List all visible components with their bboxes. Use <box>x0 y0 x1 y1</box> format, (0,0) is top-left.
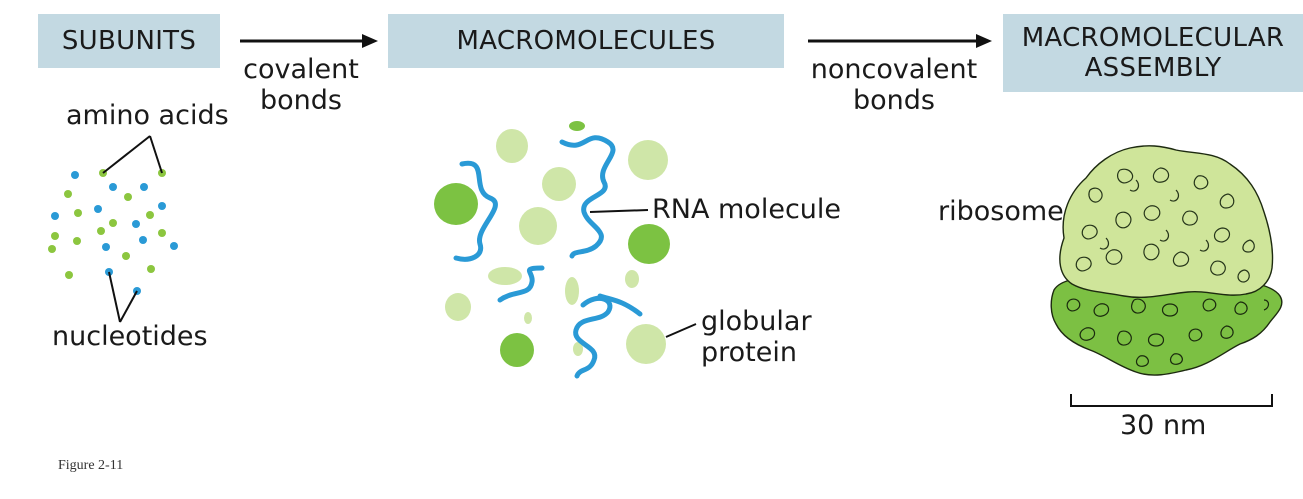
rna-strand <box>573 295 613 379</box>
label-scale-30nm: 30 nm <box>1120 410 1207 441</box>
rna-strands <box>453 135 643 379</box>
stage-label-assembly-line2: ASSEMBLY <box>1084 53 1222 83</box>
label-globular-line2: protein <box>701 337 797 368</box>
amino-acid-dot <box>147 265 155 273</box>
label-ribosome: ribosome <box>938 196 1064 227</box>
protein-blob <box>573 342 583 356</box>
arrow-label-covalent-line1: covalent <box>243 54 359 85</box>
arrow-label-noncovalent-line2: bonds <box>853 85 935 116</box>
protein-blob <box>626 324 666 364</box>
stage-label-subunits: SUBUNITS <box>61 26 197 56</box>
stage-box-macromolecules: MACROMOLECULES <box>388 14 784 68</box>
nucleotide-dot <box>109 183 117 191</box>
nucleotide-dot <box>102 243 110 251</box>
amino-acid-dot <box>51 232 59 240</box>
stage-box-subunits: SUBUNITS <box>38 14 220 68</box>
rna-strand <box>497 265 545 303</box>
protein-blob <box>445 293 471 321</box>
nucleotide-dot <box>71 171 79 179</box>
protein-blob <box>565 277 579 305</box>
nucleotide-dot <box>51 212 59 220</box>
protein-blob <box>569 121 585 131</box>
amino-acid-dot <box>73 237 81 245</box>
figure-caption: Figure 2-11 <box>58 458 124 473</box>
label-amino-acids: amino acids <box>66 100 229 131</box>
nucleotide-dot <box>158 202 166 210</box>
stage-box-macromolecular-assembly: MACROMOLECULAR ASSEMBLY <box>1003 14 1303 92</box>
scale-bar <box>1070 394 1273 407</box>
globular-callout-line <box>665 323 697 338</box>
arrow-covalent <box>240 34 378 48</box>
protein-blob <box>628 224 670 264</box>
label-nucleotides: nucleotides <box>52 321 208 352</box>
label-globular-line1: globular <box>701 306 812 337</box>
arrow-noncovalent <box>808 34 992 48</box>
protein-blob <box>496 129 528 163</box>
nucleotide-dot <box>140 183 148 191</box>
globular-proteins <box>434 121 670 367</box>
protein-blob <box>524 312 532 324</box>
nucleotide-dot <box>132 220 140 228</box>
amino-acid-dot <box>48 245 56 253</box>
arrow-label-noncovalent-line1: noncovalent <box>810 54 978 85</box>
stage-label-assembly-line1: MACROMOLECULAR <box>1021 23 1285 53</box>
nucleotide-dot <box>139 236 147 244</box>
rna-strand <box>559 135 616 259</box>
amino-acid-dot <box>64 190 72 198</box>
subunit-dots <box>48 169 178 295</box>
arrow-label-covalent-line2: bonds <box>260 85 342 116</box>
nucleotide-dot <box>170 242 178 250</box>
label-globular-protein: globular protein <box>701 306 812 368</box>
ribosome-large-subunit <box>1059 145 1274 299</box>
nucleotides-callout <box>108 271 138 323</box>
amino-acid-dot <box>74 209 82 217</box>
amino-acid-dot <box>109 219 117 227</box>
amino-acid-dot <box>146 211 154 219</box>
protein-blob <box>488 267 522 285</box>
protein-blob <box>628 140 668 180</box>
arrow-label-noncovalent: noncovalent bonds <box>796 54 992 116</box>
protein-blob <box>625 270 639 288</box>
ribosome-illustration <box>1050 145 1283 376</box>
amino-acid-dot <box>158 229 166 237</box>
label-rna-molecule: RNA molecule <box>652 194 842 225</box>
protein-blob <box>434 183 478 225</box>
rna-strand <box>453 160 498 262</box>
protein-blob <box>542 167 576 201</box>
rna-callout-line <box>589 209 649 213</box>
nucleotide-dot <box>94 205 102 213</box>
amino-acid-dot <box>124 193 132 201</box>
rna-strand <box>597 293 643 317</box>
amino-acid-dot <box>97 227 105 235</box>
amino-acid-dot <box>122 252 130 260</box>
amino-acids-callout <box>102 135 163 174</box>
arrow-label-covalent: covalent bonds <box>226 54 376 116</box>
stage-label-macromolecules: MACROMOLECULES <box>456 26 716 56</box>
protein-blob <box>519 207 557 245</box>
amino-acid-dot <box>65 271 73 279</box>
protein-blob <box>500 333 534 367</box>
